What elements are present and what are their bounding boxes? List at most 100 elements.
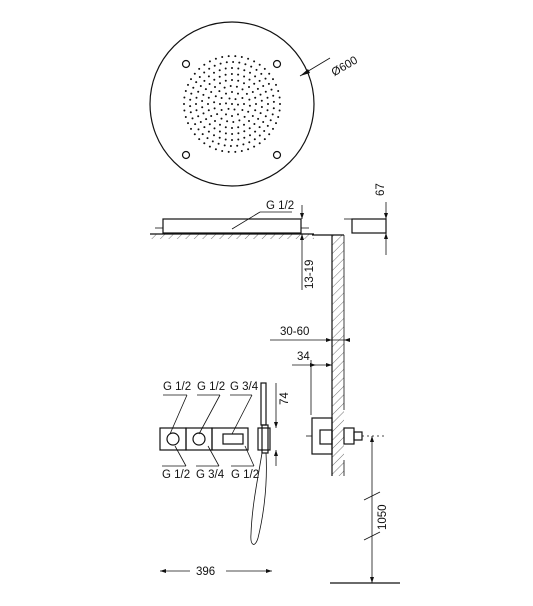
nozzle-dot <box>264 90 267 93</box>
nozzle-dot <box>195 103 197 105</box>
nozzle-dot <box>249 134 251 137</box>
nozzle-dot <box>203 79 206 82</box>
nozzle-dot <box>269 119 272 122</box>
nozzle-dot <box>193 133 196 136</box>
nozzle-dot <box>229 145 232 147</box>
nozzle-dot <box>272 107 275 110</box>
conn-bottom-2: G 3/4 <box>196 469 225 481</box>
nozzle-dot <box>260 99 263 102</box>
nozzle-dot <box>218 69 221 72</box>
nozzle-dot <box>225 61 228 64</box>
nozzle-dot <box>208 67 211 70</box>
nozzle-dot <box>220 109 223 111</box>
recess-depth-label: 30-60 <box>280 326 309 338</box>
nozzle-dot <box>275 83 277 86</box>
nozzle-dot <box>213 101 216 104</box>
panel-width-label: 396 <box>196 566 215 578</box>
nozzle-dot <box>264 77 267 80</box>
nozzle-dot <box>248 127 251 130</box>
nozzle-dot <box>213 134 215 137</box>
body-depth-label: 34 <box>297 351 310 363</box>
nozzle-dot <box>238 61 241 64</box>
nozzle-dot <box>224 132 227 135</box>
nozzle-dot <box>248 78 251 81</box>
nozzle-dot <box>245 92 248 95</box>
nozzle-dot <box>237 126 240 129</box>
nozzle-dot <box>266 109 269 112</box>
nozzle-dot <box>201 133 204 136</box>
nozzle-dot <box>251 91 254 93</box>
nozzle-dot <box>253 123 256 125</box>
nozzle-dot <box>226 120 229 123</box>
nozzle-dot <box>266 96 269 99</box>
nozzle-dot <box>206 137 209 140</box>
nozzle-dot <box>266 124 269 127</box>
nozzle-dot <box>197 115 200 118</box>
nozzle-dot <box>190 92 193 95</box>
nozzle-dot <box>207 130 210 133</box>
nozzle-dot <box>231 103 233 105</box>
nozzle-dot <box>264 115 267 118</box>
nozzle-dot <box>203 126 206 129</box>
nozzle-dot <box>190 78 192 81</box>
nozzle-dot <box>213 78 216 81</box>
nozzle-dot <box>207 75 210 78</box>
nozzle-dot <box>223 86 226 89</box>
nozzle-dot <box>219 103 221 105</box>
nozzle-dot <box>259 93 262 96</box>
nozzle-dot <box>205 118 208 121</box>
nozzle-dot <box>237 92 239 95</box>
nozzle-dot <box>225 113 227 116</box>
valve-height-dimension: 1050 <box>330 436 400 584</box>
nozzle-dot <box>242 143 245 146</box>
nozzle-dot <box>260 106 263 108</box>
valve-height-label: 1050 <box>377 504 389 530</box>
nozzle-dot <box>259 112 262 115</box>
valve-flange <box>311 417 333 455</box>
nozzle-dot <box>201 106 204 109</box>
nozzle-dot <box>187 122 189 125</box>
nozzle-dot <box>231 115 233 117</box>
nozzle-dot <box>201 100 204 102</box>
nozzle-dot <box>221 150 224 152</box>
nozzle-dot <box>211 140 214 143</box>
conn-top-3: G 3/4 <box>230 381 259 393</box>
valve-outlet <box>343 427 355 445</box>
nozzle-dot <box>258 63 261 66</box>
nozzle-dot <box>250 65 253 68</box>
nozzle-dot <box>191 117 194 120</box>
nozzle-dot <box>187 83 189 86</box>
nozzle-dot <box>272 127 274 130</box>
nozzle-dot <box>231 79 233 81</box>
recess-dimensions: 30-60 34 <box>270 326 350 415</box>
valve-side-view <box>306 417 384 455</box>
nozzle-dot <box>224 73 227 76</box>
nozzle-dot <box>203 142 206 145</box>
nozzle-dot <box>262 121 265 123</box>
nozzle-dot <box>199 121 202 123</box>
nozzle-dot <box>278 109 281 112</box>
handset-height-label: 74 <box>279 392 291 405</box>
nozzle-dot <box>198 67 201 70</box>
nozzle-dot <box>213 71 215 74</box>
nozzle-dot <box>207 103 209 105</box>
nozzle-dot <box>203 63 206 66</box>
nozzle-dot <box>204 88 207 91</box>
nozzle-dot <box>243 75 246 78</box>
nozzle-dot <box>253 145 256 148</box>
nozzle-dot <box>237 103 239 106</box>
nozzle-dot <box>218 130 221 133</box>
nozzle-dot <box>193 72 196 75</box>
nozzle-dot <box>254 109 257 112</box>
nozzle-dot <box>231 91 233 93</box>
nozzle-dot <box>238 119 241 122</box>
nozzle-dot <box>244 63 247 66</box>
nozzle-dot <box>190 127 192 130</box>
nozzle-dot <box>198 138 201 141</box>
shower-head-outline <box>149 21 315 187</box>
nozzle-dot <box>241 88 244 91</box>
nozzle-dot <box>253 138 256 141</box>
nozzle-dot <box>255 103 257 105</box>
nozzle-dot <box>197 90 200 93</box>
conn-bottom-1: G 1/2 <box>162 469 190 481</box>
